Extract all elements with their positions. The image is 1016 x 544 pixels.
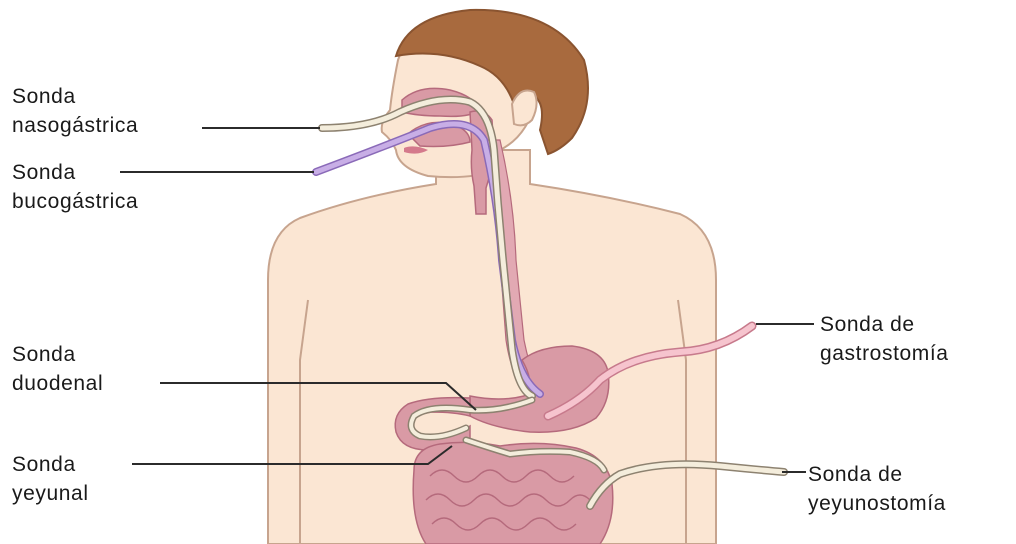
label-sonda-nasogastrica: Sonda nasogástrica xyxy=(12,82,138,140)
label-sonda-yeyunal: Sonda yeyunal xyxy=(12,450,89,508)
label-line: Sonda xyxy=(12,450,89,479)
label-sonda-yeyunostomia: Sonda de yeyunostomía xyxy=(808,460,946,518)
label-line: nasogástrica xyxy=(12,111,138,140)
label-line: duodenal xyxy=(12,369,103,398)
label-line: yeyunostomía xyxy=(808,489,946,518)
label-line: bucogástrica xyxy=(12,187,138,216)
label-line: Sonda xyxy=(12,82,138,111)
label-line: Sonda de xyxy=(820,310,949,339)
label-sonda-bucogastrica: Sonda bucogástrica xyxy=(12,158,138,216)
label-line: yeyunal xyxy=(12,479,89,508)
label-line: Sonda de xyxy=(808,460,946,489)
label-sonda-duodenal: Sonda duodenal xyxy=(12,340,103,398)
label-sonda-gastrostomia: Sonda de gastrostomía xyxy=(820,310,949,368)
label-line: Sonda xyxy=(12,340,103,369)
label-line: gastrostomía xyxy=(820,339,949,368)
label-line: Sonda xyxy=(12,158,138,187)
